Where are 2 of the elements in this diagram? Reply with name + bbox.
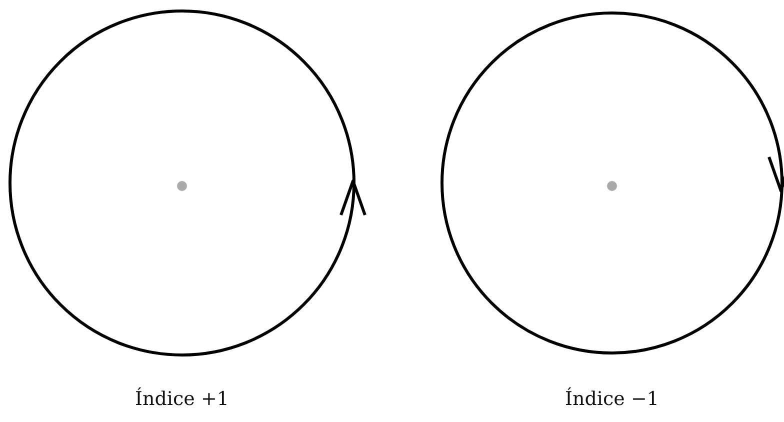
index-label: Índice +1 xyxy=(134,388,230,410)
index-label: Índice −1 xyxy=(564,388,660,410)
